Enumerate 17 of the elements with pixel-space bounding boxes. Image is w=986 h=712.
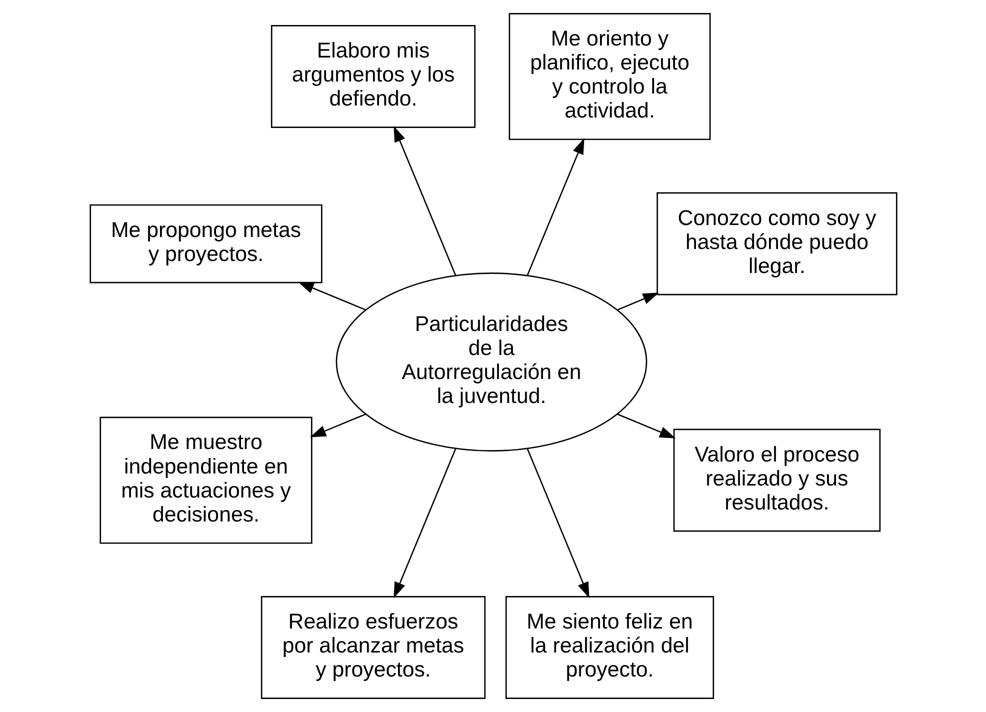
arrow xyxy=(309,414,366,438)
node-box: Valoro el proceso realizado y sus resultados. xyxy=(672,428,880,532)
node-box: Me oriento y planifico, ejecuto y controlo la actividad. xyxy=(508,13,710,140)
arrow xyxy=(526,138,584,276)
arrow xyxy=(526,448,589,598)
node-box: Elaboro mis argumentos y los defiendo. xyxy=(270,25,476,128)
arrow xyxy=(393,126,456,276)
node-box: Me propongo metas y proyectos. xyxy=(89,204,322,284)
arrow xyxy=(616,414,676,438)
node-box: Me siento feliz en la realización del proyecto. xyxy=(504,596,714,699)
node-box: Conozco como soy y hasta dónde puedo llegar. xyxy=(656,192,897,296)
arrow xyxy=(616,292,658,310)
arrow xyxy=(393,448,456,598)
node-box: Me muestro independiente en mis actuaciones y decisiones. xyxy=(99,416,312,544)
node-box: Realizo esfuerzos por alcanzar metas y proyectos. xyxy=(260,596,486,699)
arrow xyxy=(297,282,366,310)
node-ellipse: Particularidades de la Autorregulación en la juventud. xyxy=(335,272,647,452)
